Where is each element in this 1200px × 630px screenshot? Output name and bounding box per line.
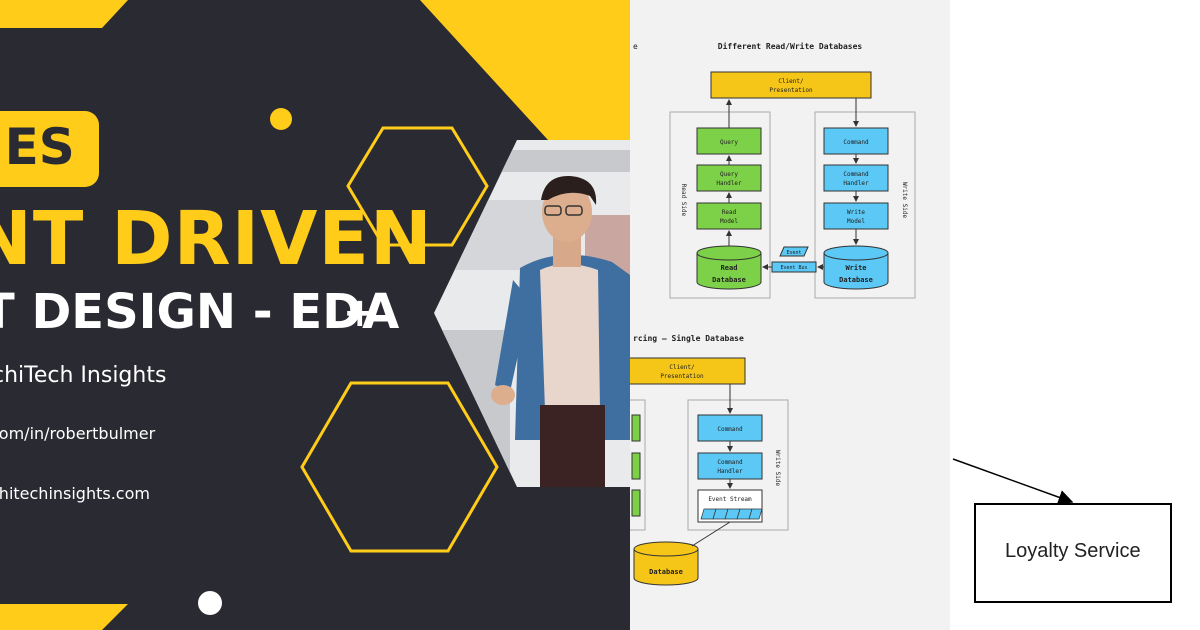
command-handler-label-2: Handler [843, 180, 869, 187]
query-handler-label-2: Handler [716, 180, 742, 187]
green-box-2 [631, 452, 641, 480]
read-model-label-2: Model [720, 218, 738, 225]
yellow-dot [270, 108, 292, 130]
top-stripe [0, 0, 128, 28]
title-line-1: NT DRIVEN [0, 196, 433, 282]
write-model-label-1: Write [847, 209, 865, 216]
series-badge [0, 111, 99, 187]
write-side-label: Write Side [901, 182, 908, 219]
write-database-label-2: Database [839, 276, 873, 284]
client-box-bottom [630, 357, 746, 385]
bottom-arrows [691, 384, 733, 547]
cqrs-diagram: e Different Read/Write Databases Client/… [630, 41, 916, 586]
single-database [633, 541, 699, 586]
loyalty-service-label: Loyalty Service [1005, 540, 1141, 562]
website-link[interactable]: chitechinsights.com [0, 484, 150, 503]
client-bottom-label-2: Presentation [660, 373, 704, 380]
query-label: Query [720, 139, 738, 146]
read-database-label-2: Database [712, 276, 746, 284]
title-line-2: T DESIGN - EDA [0, 284, 400, 340]
command-label: Command [843, 139, 869, 146]
event-stream-label: Event Stream [708, 496, 752, 503]
read-side-label: Read Side [680, 184, 687, 217]
presenter-photo [434, 140, 630, 487]
write-model-label-2: Model [847, 218, 865, 225]
read-side-group-bottom [630, 399, 646, 531]
diagram-bottom-title: rcing – Single Database [633, 333, 744, 343]
thumbnail-panel: IES NT DRIVEN T DESIGN - EDA + chiTech I… [0, 0, 630, 630]
diagram-top-title: Different Read/Write Databases [718, 41, 863, 51]
read-model-box [696, 202, 762, 230]
command-handler-box [823, 164, 889, 192]
client-label-2: Presentation [769, 87, 813, 94]
command-handler-bottom-label-1: Command [717, 459, 743, 466]
hexagon-outline-bottom [300, 381, 499, 553]
client-box [710, 71, 872, 99]
top-arrows [726, 98, 859, 270]
white-dot [198, 591, 222, 615]
diagram-title-cut: e [633, 42, 638, 51]
command-bottom-label: Command [717, 426, 743, 433]
client-label-1: Client/ [778, 78, 804, 85]
loyalty-service-box [974, 503, 1172, 603]
write-model-box [823, 202, 889, 230]
query-handler-box [696, 164, 762, 192]
event-stream-cells [700, 508, 763, 520]
write-side-group-bottom [687, 399, 789, 531]
write-database-label-1: Write [845, 264, 866, 272]
read-database [696, 245, 762, 290]
read-model-label-1: Read [722, 209, 737, 216]
event-shape [779, 246, 809, 257]
read-database-label-1: Read [721, 264, 738, 272]
event-label: Event [786, 250, 801, 256]
linkedin-link[interactable]: com/in/robertbulmer [0, 424, 156, 443]
green-box-1 [631, 414, 641, 442]
author-name: chiTech Insights [0, 363, 167, 388]
event-bus-label: Event Bus [780, 265, 807, 271]
command-handler-box-bottom [697, 452, 763, 480]
write-database [823, 245, 889, 290]
cqrs-diagram-panel: e Different Read/Write Databases Client/… [630, 0, 950, 630]
query-handler-label-1: Query [720, 171, 738, 178]
bottom-stripe [0, 604, 128, 630]
command-handler-bottom-label-2: Handler [717, 468, 743, 475]
yellow-corner-band [420, 0, 630, 140]
read-side-group [669, 111, 771, 299]
series-label: IES [0, 118, 75, 176]
database-label: Database [649, 568, 683, 576]
green-box-3 [631, 489, 641, 517]
command-box [823, 127, 889, 155]
plus-icon: + [343, 290, 377, 336]
thumbnail-shapes [0, 0, 630, 630]
client-bottom-label-1: Client/ [669, 364, 695, 371]
command-handler-label-1: Command [843, 171, 869, 178]
service-arrow [952, 458, 1074, 505]
write-side-group [814, 111, 916, 299]
hexagon-outline-top [346, 126, 489, 247]
write-side-label-bottom: Write Side [774, 450, 781, 487]
